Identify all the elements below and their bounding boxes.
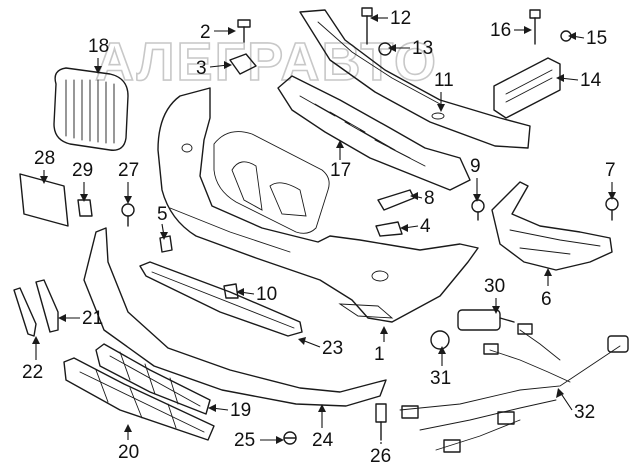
part-23-strip <box>139 261 303 337</box>
callout-31: 31 <box>430 368 451 389</box>
part-26-stud <box>375 403 387 441</box>
callout-18: 18 <box>88 36 109 57</box>
callout-21: 21 <box>82 308 103 329</box>
callout-27: 27 <box>118 160 139 181</box>
part-20-grille <box>63 357 215 441</box>
part-10-clip <box>223 283 239 299</box>
callout-arrowheads <box>32 14 616 444</box>
part-5-clip <box>159 235 173 253</box>
callout-7: 7 <box>605 160 616 181</box>
part-16-bolt <box>529 9 541 45</box>
callout-23: 23 <box>322 338 343 359</box>
callout-4: 4 <box>420 216 431 237</box>
part-24-spoiler <box>83 227 387 407</box>
part-4-plug <box>375 221 403 237</box>
callout-30: 30 <box>484 276 505 297</box>
part-8-strip <box>377 189 415 211</box>
part-28-plate-bracket <box>19 173 69 227</box>
callout-2: 2 <box>200 22 211 43</box>
callout-19: 19 <box>230 400 251 421</box>
callout-24: 24 <box>312 430 334 451</box>
callout-11: 11 <box>434 70 454 91</box>
part-1-bumper-cover <box>157 87 479 323</box>
watermark-text: АЛЕГРАВТО <box>95 32 438 92</box>
callout-6: 6 <box>541 289 552 310</box>
part-17-absorber <box>277 75 471 191</box>
callout-labels: 1 2 3 4 5 6 7 8 9 10 11 12 13 14 15 16 1… <box>22 8 616 467</box>
callout-22: 22 <box>22 362 43 383</box>
callout-8: 8 <box>424 188 435 209</box>
part-9-bolt <box>471 199 485 221</box>
part-2-bolt <box>237 19 251 43</box>
part-19-grille <box>95 343 211 415</box>
callout-28: 28 <box>34 148 55 169</box>
part-11-impact-beam <box>299 9 531 149</box>
callout-15: 15 <box>586 28 607 49</box>
part-7-bolt <box>605 197 619 221</box>
callout-16: 16 <box>490 20 511 41</box>
part-22-trim <box>13 287 37 337</box>
part-25-clip <box>283 431 297 445</box>
callout-9: 9 <box>470 156 481 177</box>
part-14-bracket <box>493 57 561 119</box>
callout-14: 14 <box>580 70 602 91</box>
part-6-bracket <box>491 181 613 271</box>
part-21-trim <box>35 279 59 333</box>
callout-5: 5 <box>157 204 168 225</box>
callout-20: 20 <box>118 442 139 463</box>
part-31-sensor-ring <box>430 330 450 350</box>
callout-26: 26 <box>370 446 391 467</box>
part-30-sensor <box>457 309 515 331</box>
part-29-clip <box>77 199 93 217</box>
part-32-wiring <box>399 323 629 453</box>
callout-10: 10 <box>256 284 277 305</box>
part-3-nut <box>229 53 257 75</box>
part-27-rivet <box>121 203 135 227</box>
callout-13: 13 <box>412 38 433 59</box>
part-18-grille <box>53 67 129 151</box>
part-12-bolt <box>361 7 373 45</box>
callout-25: 25 <box>234 430 255 451</box>
callout-1: 1 <box>374 344 385 365</box>
callout-3: 3 <box>196 58 207 79</box>
callout-12: 12 <box>390 8 411 29</box>
callout-32: 32 <box>574 402 595 423</box>
callout-17: 17 <box>330 160 351 181</box>
callout-29: 29 <box>72 160 93 181</box>
